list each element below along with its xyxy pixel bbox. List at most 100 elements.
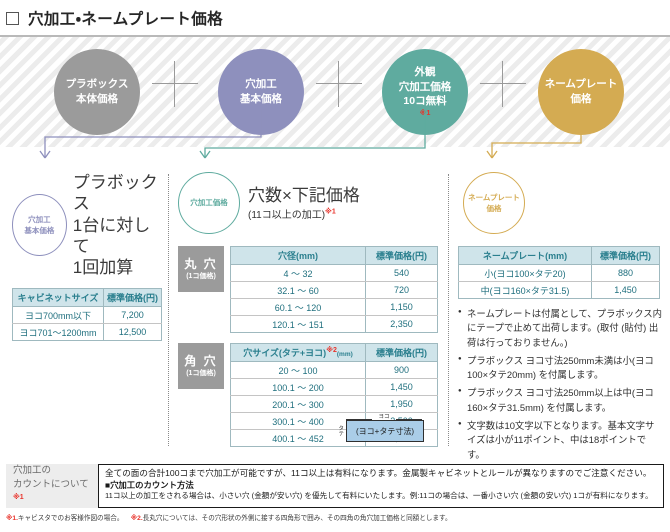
column-divider-2 [448,174,449,446]
col-header-price: 標準価格(円) [365,246,438,265]
nameplate-bullet-list: ネームプレートは付属として、プラボックス内にテープで止めて出荷します。(取付 (… [458,307,662,462]
cell-nameplate-size: 中(ヨコ160×タテ31.5) [458,281,592,299]
cell-range: 60.1 ～ 120 [230,298,366,316]
hole-base-headline-line2: 1台に対して [72,215,151,256]
oval-plabox: プラボックス 本体価格 [54,49,140,135]
cell-price: 1,950 [365,395,438,413]
square-hole-dimension-diagram: ヨコ タテ (ヨコ+タテ寸法) [337,414,424,442]
page-title: 穴加工・ネームプレート価格 [28,11,224,28]
table-row: ヨコ700mm以下 7,200 [12,306,162,325]
hole-base-headline: プラボックス 1台に対して 1回加算 [73,172,162,278]
table-cabinet-size: キャビネットサイズ 標準価格(円) ヨコ700mm以下 7,200 ヨコ701～… [12,288,162,342]
circle-nameplate-line1: ネームプレート [468,192,520,202]
note-body-heading: 穴加工のカウント方法 [105,480,657,492]
cell-price: 1,450 [365,378,438,396]
cell-range: 20 ～ 100 [230,361,366,379]
cell-range: 32.1 ～ 60 [230,281,366,299]
oval-hole-base-line2: 基本価格 [240,93,282,105]
oval-nameplate-line1: ネームプレート [544,78,618,91]
cell-price: 12,500 [103,323,162,342]
label-square-hole-sub: (1コ価格) [186,369,216,377]
footnote-marker-2: ※2 [326,347,337,354]
cell-price: 540 [365,264,438,282]
cell-size: ヨコ700mm以下 [12,306,104,325]
formula-band: プラボックス 本体価格 穴加工 基本価格 外観 穴加工価格 10コ無料※1 ネー… [0,37,670,147]
title-divider [0,35,670,37]
table-row: 100.1 ～ 200 1,450 [230,378,438,396]
cell-nameplate-size: 小(ヨコ100×タテ20) [458,264,592,282]
cell-range: 200.1 ～ 300 [230,395,366,413]
detail-columns: 穴加工 基本価格 プラボックス 1台に対して 1回加算 キャビネットサイズ 標準… [0,172,670,485]
oval-appearance-line1: 外観 [414,65,436,78]
footnote-1-mark: ※1. [6,515,18,522]
table-row: 200.1 ～ 300 1,950 [230,395,438,413]
label-round-hole-sub: (1コ価格) [186,272,216,280]
col-header-hole-diameter: 穴径(mm) [230,246,366,265]
cell-range: 100.1 ～ 200 [230,378,366,396]
footnote-1-text: キャビスタでのお客様作図の場合。 [17,515,124,522]
column-hole-base: 穴加工 基本価格 プラボックス 1台に対して 1回加算 キャビネットサイズ 標準… [12,172,162,342]
cell-range: 4 ～ 32 [230,264,366,282]
oval-appearance-line2: 穴加工価格 [398,80,452,93]
footnote-marker-1b: ※1 [325,208,336,216]
label-round-hole-text: 丸 穴 [184,256,218,271]
oval-hole-base-line1: 穴加工 [245,78,277,91]
list-item: プラボックス ヨコ寸法250mm未満は小(ヨコ100×タテ20mm) を付属しま… [458,354,662,383]
table-row: ヨコ701～1200mm 12,500 [12,323,162,342]
note-body-line1: 全ての面の合計100コまで穴加工が可能ですが、11コ以上は有料になります。金属製… [105,468,652,478]
hole-price-headline: 穴数×下記価格 [248,185,360,205]
page-title-row: 穴加工・ネームプレート価格 [0,0,670,35]
col-header-price: 標準価格(円) [365,343,438,362]
column-hole-price: 穴加工価格 穴数×下記価格 (11コ以上の加工)※1 丸 穴 (1コ価格) 穴径… [178,172,440,447]
col-header-cabinet-size: キャビネットサイズ [12,288,104,308]
table-round-hole: 穴径(mm) 標準価格(円) 4 ～ 32 540 32.1 ～ 60 720 … [230,246,438,333]
cell-price: 900 [365,361,438,379]
cell-price: 7,200 [103,306,162,325]
page-footnotes: ※1.キャビスタでのお客様作図の場合。 ※2.長丸穴については、その穴形状の外側… [6,512,452,522]
table-header-row: 穴サイズ(タテ+ヨコ)※2(mm) 標準価格(円) [230,343,438,362]
circle-hole-base-line2: 基本価格 [24,226,55,236]
cell-price: 880 [591,264,660,282]
plus-icon-3 [480,61,526,107]
hole-price-headline-block: 穴数×下記価格 (11コ以上の加工)※1 [248,185,360,221]
note-label-line2: カウントについて※1 [13,479,89,501]
plus-icon-1 [152,61,198,107]
oval-plabox-line2: 本体価格 [76,93,118,105]
table-row: 32.1 ～ 60 720 [230,281,438,299]
circle-nameplate: ネームプレート 価格 [463,172,525,234]
dimension-vertical-label: タテ [337,424,344,436]
circle-nameplate-line2: 価格 [486,204,502,213]
cell-price: 720 [365,281,438,299]
column-divider-1 [168,174,169,446]
circle-hole-price-line1: 穴加工価格 [190,198,228,208]
list-item: ネームプレートは付属として、プラボックス内にテープで止めて出荷します。(取付 (… [458,307,662,350]
table-row: 小(ヨコ100×タテ20) 880 [458,264,660,282]
table-header-row: キャビネットサイズ 標準価格(円) [12,288,162,308]
label-square-hole-text: 角 穴 [184,353,218,368]
circle-hole-price: 穴加工価格 [178,172,240,234]
col-header-price: 標準価格(円) [103,288,162,308]
table-row: 20 ～ 100 900 [230,361,438,379]
note-body: 全ての面の合計100コまで穴加工が可能ですが、11コ以上は有料になります。金属製… [98,464,664,508]
oval-plabox-line1: プラボックス [65,78,129,91]
plus-icon-2 [316,61,362,107]
cell-size: ヨコ701～1200mm [12,323,104,342]
table-row: 中(ヨコ160×タテ31.5) 1,450 [458,281,660,299]
footnote-2-text: 長丸穴については、その穴形状の外側に接する四角形で囲み、その四角の角穴加工価格と… [142,515,452,522]
connector-lines [39,110,582,159]
footnote-marker-1c: ※1 [13,493,24,501]
table-row: 120.1 ～ 151 2,350 [230,315,438,333]
table-nameplate: ネームプレート(mm) 標準価格(円) 小(ヨコ100×タテ20) 880 中(… [458,246,660,299]
table-header-row: ネームプレート(mm) 標準価格(円) [458,246,660,265]
hole-base-headline-line1: プラボックス [72,173,158,214]
oval-nameplate-line2: 価格 [570,93,592,105]
col-header-hole-size: 穴サイズ(タテ+ヨコ)※2(mm) [230,343,366,362]
table-row: 60.1 ～ 120 1,150 [230,298,438,316]
footnote-2-mark: ※2. [130,515,143,522]
note-body-line2: 11コ以上の加工をされる場合は、小さい穴 (金額が安い穴) を優先して有料にいた… [105,491,653,501]
hole-price-subline: (11コ以上の加工)※1 [248,208,336,222]
cell-range: 120.1 ～ 151 [230,315,366,333]
table-square-hole: 穴サイズ(タテ+ヨコ)※2(mm) 標準価格(円) 20 ～ 100 900 1… [230,343,438,447]
dimension-horizontal-label: ヨコ [346,412,422,420]
cell-price: 2,350 [365,315,438,333]
